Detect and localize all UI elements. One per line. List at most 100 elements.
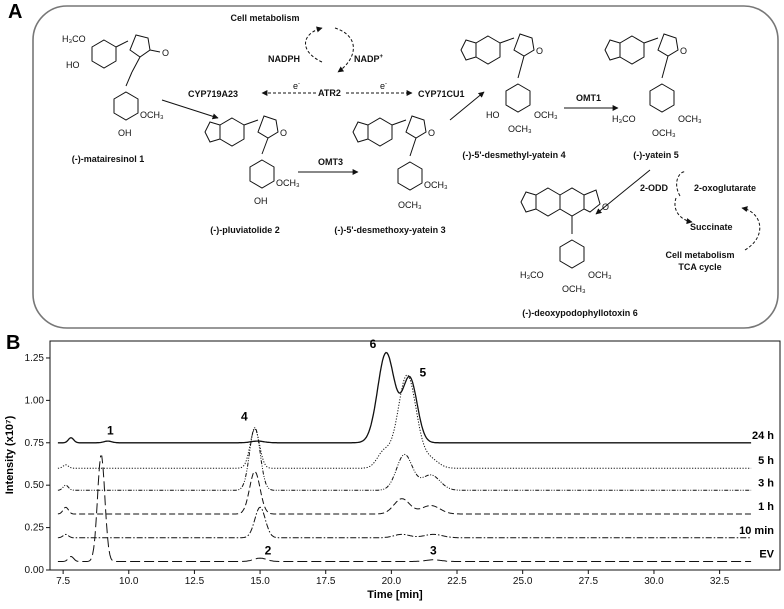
arrow-3-to-4: [449, 91, 485, 121]
x-tick-label: 25.0: [513, 576, 533, 587]
series-label: 3 h: [758, 477, 774, 489]
panel-a-frame: [32, 5, 779, 329]
yatein-h3co: H₃CO: [612, 114, 636, 124]
structure-pluviatolide: [204, 115, 279, 189]
arrow-5-to-6: [595, 169, 651, 215]
cell-metabolism-label: Cell metabolism: [230, 13, 299, 23]
structure-desmethoxy-yatein: [352, 115, 427, 191]
tca-cycle-label: TCA cycle: [678, 262, 721, 272]
x-tick-label: 27.5: [579, 576, 599, 587]
matairesinol-och3: OCH₃: [140, 110, 164, 120]
structure-deoxypodophyllotoxin: [520, 187, 601, 269]
desmethyl-och3-2: OCH₃: [508, 124, 532, 134]
yatein-ring-o: O: [680, 46, 687, 56]
enzyme-cyp719a23: CYP719A23: [188, 89, 238, 99]
peak-label: 1: [107, 423, 114, 437]
peak-label: 3: [430, 544, 437, 558]
cell-metabolism-tca-label: Cell metabolism: [665, 250, 734, 260]
compound-label-6: (-)-deoxypodophyllotoxin 6: [522, 308, 638, 318]
y-axis-label: Intensity (x10⁷): [4, 415, 16, 494]
y-tick-label: 1.25: [25, 353, 45, 364]
trace-24-h: [57, 351, 752, 444]
compound-label-3: (-)-5'-desmethoxy-yatein 3: [334, 225, 445, 235]
deoxypodo-och3-1: OCH₃: [588, 270, 612, 280]
electron-right: e-: [380, 81, 387, 91]
succinate-label: Succinate: [690, 222, 733, 232]
peak-label: 6: [370, 337, 377, 351]
nadph-label: NADPH: [268, 54, 300, 64]
compound-label-1: (-)-matairesinol 1: [72, 154, 145, 164]
yatein-och3-2: OCH₃: [652, 128, 676, 138]
series-label: 24 h: [752, 430, 774, 442]
series-label: EV: [759, 549, 774, 561]
x-tick-label: 30.0: [644, 576, 664, 587]
y-tick-label: 1.00: [25, 395, 45, 406]
x-tick-label: 17.5: [316, 576, 336, 587]
tca-cycle-arrow: [741, 206, 761, 251]
pluviatolide-och3: OCH₃: [276, 178, 300, 188]
trace-5-h: [57, 374, 752, 469]
desmethyl-och3-1: OCH₃: [534, 110, 558, 120]
series-label: 1 h: [758, 501, 774, 513]
structure-desmethyl-yatein: [460, 33, 535, 113]
atr2-label: ATR2: [318, 88, 341, 98]
x-tick-label: 20.0: [382, 576, 402, 587]
desmethoxy-och3-2: OCH₃: [398, 200, 422, 210]
yatein-och3-1: OCH₃: [678, 114, 702, 124]
y-tick-label: 0.00: [25, 565, 45, 576]
trace-3-h: [57, 427, 752, 491]
pluviatolide-oh: OH: [254, 196, 268, 206]
chromatogram-traces: [57, 351, 752, 562]
x-tick-label: 22.5: [447, 576, 467, 587]
odd-cycle-out: [674, 197, 693, 225]
matairesinol-oh: OH: [118, 128, 132, 138]
matairesinol-ho: HO: [66, 60, 80, 70]
y-tick-label: 0.75: [25, 438, 45, 449]
peak-label: 4: [241, 410, 248, 424]
enzyme-2-odd: 2-ODD: [640, 183, 669, 193]
deoxypodo-h3co: H₃CO: [520, 270, 544, 280]
nadph-cycle-arrow: [305, 26, 323, 63]
compound-label-5: (-)-yatein 5: [633, 150, 679, 160]
enzyme-omt1: OMT1: [576, 93, 601, 103]
y-tick-label: 0.25: [25, 523, 45, 534]
panel-a: A Cell metabolism NADPH NADP+ ATR2 e- e-…: [8, 1, 779, 329]
pluviatolide-ring-o: O: [280, 128, 287, 138]
trace-EV: [57, 455, 752, 562]
oxoglutarate-label: 2-oxoglutarate: [694, 183, 756, 193]
odd-cycle-in: [676, 171, 687, 197]
structure-yatein: [604, 33, 679, 113]
trace-10-min: [57, 506, 752, 539]
desmethyl-ho: HO: [486, 110, 500, 120]
y-tick-label: 0.50: [25, 480, 45, 491]
trace-1-h: [57, 471, 752, 515]
enzyme-omt3: OMT3: [318, 157, 343, 167]
x-tick-label: 15.0: [250, 576, 270, 587]
desmethyl-ring-o: O: [536, 46, 543, 56]
matairesinol-ring-o: O: [162, 48, 169, 58]
deoxypodo-och3-2: OCH₃: [562, 284, 586, 294]
series-label: 10 min: [739, 525, 774, 537]
x-tick-label: 12.5: [185, 576, 205, 587]
x-axis-label: Time [min]: [367, 589, 423, 601]
compound-label-4: (-)-5'-desmethyl-yatein 4: [462, 150, 565, 160]
x-tick-label: 7.5: [56, 576, 70, 587]
nadp-label: NADP+: [354, 54, 384, 64]
peak-label: 5: [420, 366, 427, 380]
desmethoxy-ring-o: O: [428, 128, 435, 138]
plot-frame: [49, 340, 781, 571]
panel-b-letter: B: [6, 332, 20, 354]
x-tick-label: 10.0: [119, 576, 139, 587]
panel-a-letter: A: [8, 1, 22, 23]
structure-matairesinol: [91, 34, 161, 121]
compound-label-2: (-)-pluviatolide 2: [210, 225, 280, 235]
deoxypodo-ring-o: O: [602, 202, 609, 212]
axis-ticks: 7.5 10.0 12.5 15.0 17.5 20.0 22.5 25.0 27.5 30.0 3…: [25, 353, 730, 587]
matairesinol-h3co: H₃CO: [62, 34, 86, 44]
arrow-1-to-2: [161, 99, 219, 120]
desmethoxy-och3-1: OCH₃: [424, 180, 448, 190]
nadp-cycle-arrow: [334, 27, 354, 73]
